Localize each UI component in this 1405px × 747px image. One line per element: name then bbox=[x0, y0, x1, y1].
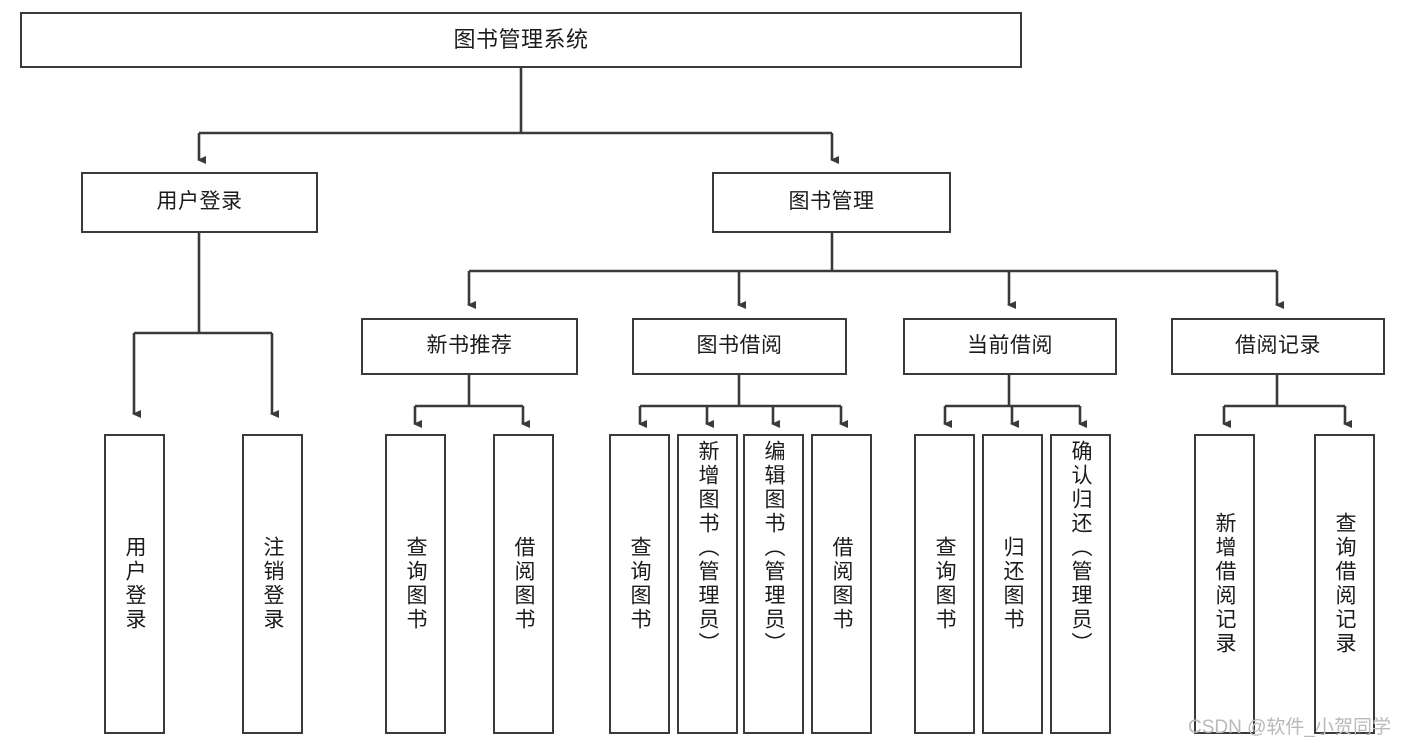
leaf-borrow-book-borrow[interactable]: 借阅图书 bbox=[811, 434, 872, 734]
node-label: 查询借阅记录 bbox=[1333, 512, 1356, 656]
node-label: 查询图书 bbox=[933, 536, 956, 632]
node-label: 图书管理系统 bbox=[453, 27, 589, 53]
node-label: 图书借阅 bbox=[696, 334, 783, 358]
leaf-query-borrow-record[interactable]: 查询借阅记录 bbox=[1314, 434, 1375, 734]
node-label: 当前借阅 bbox=[967, 334, 1053, 358]
node-new-book-recommend[interactable]: 新书推荐 bbox=[361, 318, 578, 375]
node-label: 查询图书 bbox=[404, 536, 427, 632]
node-label: 借阅图书 bbox=[830, 536, 853, 632]
node-label: 用户登录 bbox=[123, 536, 146, 632]
leaf-borrow-book-recommend[interactable]: 借阅图书 bbox=[493, 434, 554, 734]
node-root-book-management-system[interactable]: 图书管理系统 bbox=[20, 12, 1022, 68]
leaf-add-book-admin[interactable]: 新增图书（管理员） bbox=[677, 434, 738, 734]
leaf-return-book[interactable]: 归还图书 bbox=[982, 434, 1043, 734]
node-user-login[interactable]: 用户登录 bbox=[81, 172, 318, 233]
node-borrow-record[interactable]: 借阅记录 bbox=[1171, 318, 1385, 375]
leaf-logout-login[interactable]: 注销登录 bbox=[242, 434, 303, 734]
node-label: 新增借阅记录 bbox=[1213, 512, 1236, 656]
csdn-watermark: CSDN @软件_小贺同学 bbox=[1188, 717, 1391, 738]
leaf-query-book-recommend[interactable]: 查询图书 bbox=[385, 434, 446, 734]
node-label: 用户登录 bbox=[156, 190, 243, 214]
node-label: 查询图书 bbox=[628, 536, 651, 632]
leaf-edit-book-admin[interactable]: 编辑图书（管理员） bbox=[743, 434, 804, 734]
node-label: 确认归还（管理员） bbox=[1069, 440, 1092, 656]
node-label: 借阅图书 bbox=[512, 536, 535, 632]
node-label: 归还图书 bbox=[1001, 536, 1024, 632]
node-label: 新书推荐 bbox=[426, 334, 513, 358]
leaf-user-login[interactable]: 用户登录 bbox=[104, 434, 165, 734]
leaf-query-book-current[interactable]: 查询图书 bbox=[914, 434, 975, 734]
node-label: 借阅记录 bbox=[1235, 334, 1321, 358]
node-label: 新增图书（管理员） bbox=[696, 440, 719, 656]
node-current-borrow[interactable]: 当前借阅 bbox=[903, 318, 1117, 375]
node-label: 编辑图书（管理员） bbox=[762, 440, 785, 656]
node-label: 注销登录 bbox=[261, 536, 284, 632]
node-book-management[interactable]: 图书管理 bbox=[712, 172, 951, 233]
leaf-query-book-borrow[interactable]: 查询图书 bbox=[609, 434, 670, 734]
node-label: 图书管理 bbox=[788, 190, 875, 214]
leaf-confirm-return-admin[interactable]: 确认归还（管理员） bbox=[1050, 434, 1111, 734]
leaf-add-borrow-record[interactable]: 新增借阅记录 bbox=[1194, 434, 1255, 734]
node-book-borrow[interactable]: 图书借阅 bbox=[632, 318, 847, 375]
